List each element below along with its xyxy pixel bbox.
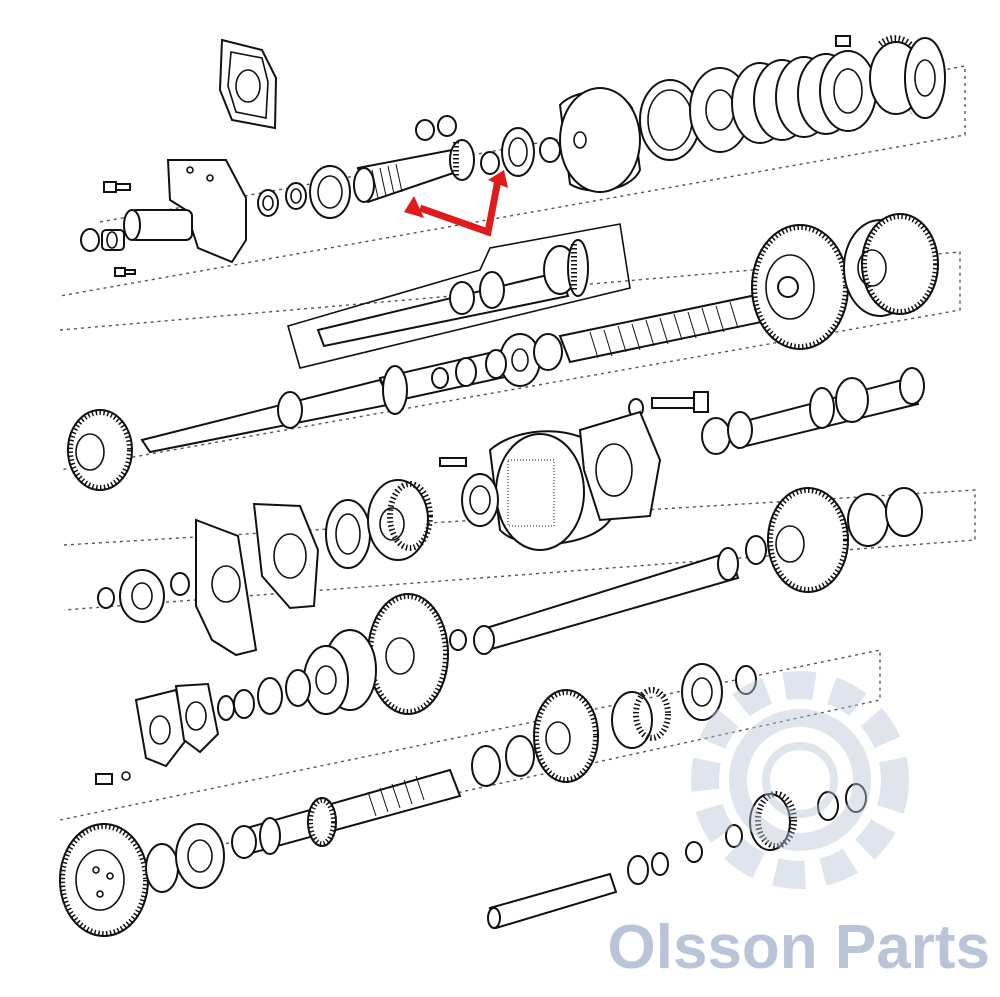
pinion-shaft [353,139,475,204]
olsson-parts-gear-logo [691,671,909,889]
washers-row-4 [95,669,311,785]
clutch-pack [639,35,946,161]
gaskets-row-3 [97,502,320,657]
bearing-pack-row-3 [325,457,499,569]
gear-cluster-row-5 [471,663,757,787]
countershaft-inner [316,239,589,348]
bushing-pair [80,228,125,252]
main-shaft-bracket [287,223,631,369]
small-countershaft [701,367,925,455]
washers-row-1 [257,115,561,219]
flange-gasket [218,38,278,130]
coupling-adapter [488,410,662,551]
front-gear-row-2 [67,409,133,491]
watermark-brand: Olsson Parts [607,913,990,982]
bolt-small [103,181,136,277]
output-flange-gear [59,823,225,937]
output-shaft-row-3 [449,487,923,655]
red-indicator-arrow [404,170,508,237]
main-shaft [140,288,792,454]
clutch-drum [558,87,642,193]
bottom-main-shaft [231,768,462,859]
large-gear-row-2 [751,213,939,350]
bearing-housing [123,159,247,264]
synchro-assembly [431,333,563,389]
small-parts-row-5 [487,783,867,930]
large-gear-row-4 [303,593,449,715]
